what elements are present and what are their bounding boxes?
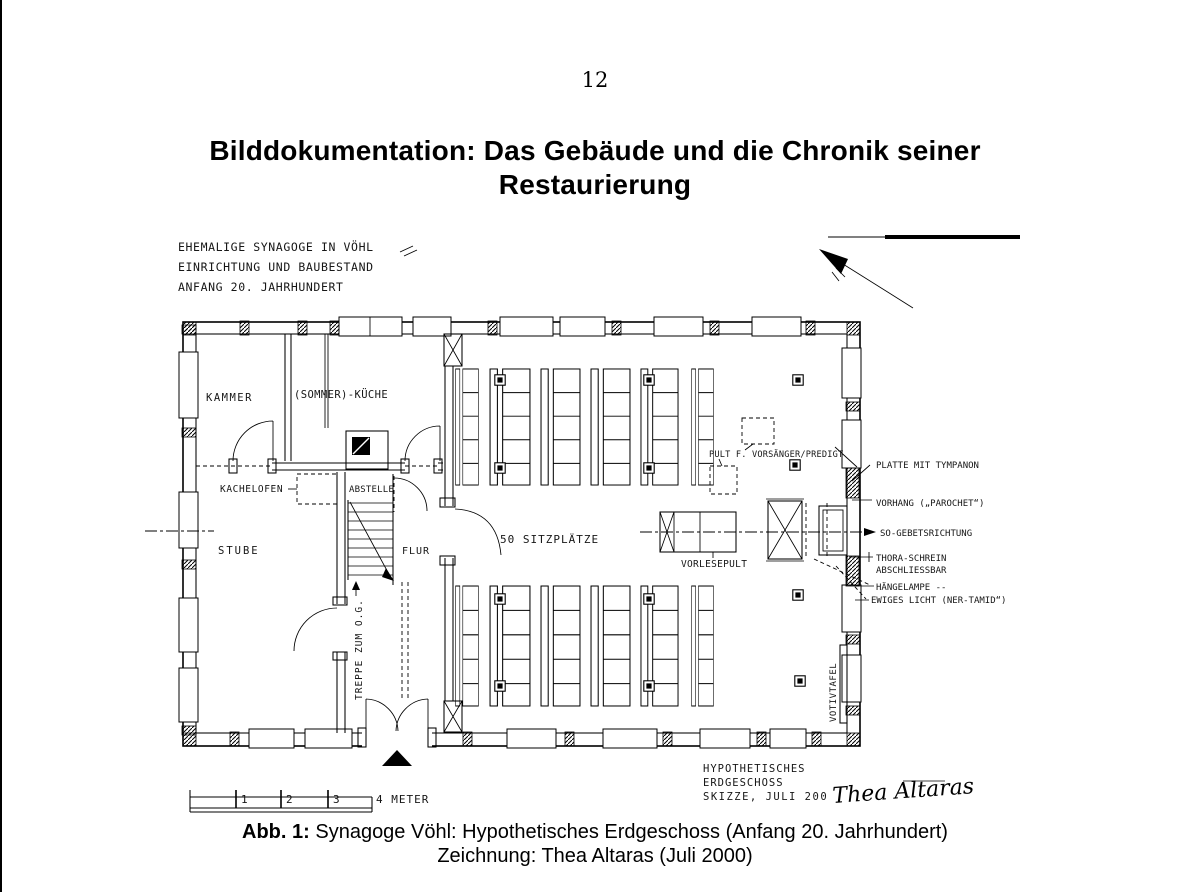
label-vorlesepult: VORLESEPULT: [681, 559, 747, 570]
label-kueche: (SOMMER)-KÜCHE: [294, 388, 388, 401]
title-block: HYPOTHETISCHES ERDGESCHOSS SKIZZE, JULI …: [703, 763, 975, 809]
cantor-lectern: [709, 417, 858, 495]
windows: [178, 316, 862, 749]
wall-posts: [181, 320, 861, 747]
caption-text: Synagoge Vöhl: Hypothetisches Erdgeschos…: [309, 821, 948, 843]
label-sitzplaetze: 50 SITZPLÄTZE: [500, 533, 599, 546]
annotations: PLATTE MIT TYMPANON VORHANG („PAROCHET“)…: [871, 461, 1006, 606]
annotation-thora-2: ABSCHLIESSBAR: [876, 566, 947, 576]
label-flur: FLUR: [402, 546, 430, 557]
label-pult: PULT F. VORSÄNGER/PREDIGT: [709, 449, 843, 460]
annotation-vorhang: VORHANG („PAROCHET“): [876, 499, 984, 509]
label-votivtafel: VOTIVTAFEL: [829, 663, 839, 722]
floor-plan-figure: EHEMALIGE SYNAGOGE IN VÖHL EINRICHTUNG U…: [145, 235, 1020, 813]
note-line: EINRICHTUNG UND BAUBESTAND: [178, 260, 374, 274]
label-stube: STUBE: [218, 545, 260, 557]
room-labels: KAMMER (SOMMER)-KÜCHE KACHELOFEN ABSTELL…: [206, 388, 843, 722]
note-line: ANFANG 20. JAHRHUNDERT: [178, 280, 344, 294]
label-abstellraum: ABSTELLE: [349, 485, 394, 495]
annotation-thora-1: THORA-SCHREIN: [876, 554, 946, 564]
title-line-2: Restaurierung: [498, 169, 692, 200]
label-kammer: KAMMER: [206, 392, 253, 404]
signature: Thea Altaras: [832, 774, 975, 809]
titleblock-line: ERDGESCHOSS: [703, 777, 784, 789]
titleblock-line: SKIZZE, JULI 200: [703, 791, 828, 803]
scale-tick-3: 3: [333, 793, 340, 806]
annotation-haengelampe: HÄNGELAMPE --: [876, 582, 946, 593]
annotation-gebetsrichtung: SO-GEBETSRICHTUNG: [880, 529, 972, 539]
scale-tick-1: 1: [241, 793, 248, 806]
titleblock-line: HYPOTHETISCHES: [703, 763, 806, 775]
caption-line-2: Zeichnung: Thea Altaras (Juli 2000): [437, 845, 753, 867]
caption-line-1: Abb. 1: Synagoge Vöhl: Hypothetisches Er…: [0, 820, 1190, 844]
scale-tick-2: 2: [286, 793, 293, 806]
figure-caption: Abb. 1: Synagoge Vöhl: Hypothetisches Er…: [0, 820, 1190, 868]
page-number: 12: [581, 68, 609, 92]
annotation-ewigeslicht: EWIGES LICHT (NER-TAMID“): [871, 596, 1006, 606]
caption-figure-label: Abb. 1:: [242, 821, 310, 843]
label-kachelofen: KACHELOFEN: [220, 484, 283, 495]
north-arrow-icon: [819, 235, 1020, 309]
page-title: Bilddokumentation: Das Gebäude und die C…: [0, 134, 1190, 202]
label-treppe: TREPPE ZUM O.G.: [354, 599, 365, 700]
note-line: EHEMALIGE SYNAGOGE IN VÖHL: [178, 238, 374, 254]
scale-tick-4: 4 METER: [376, 793, 429, 806]
bimah: [640, 511, 876, 558]
scale-bar: 1 2 3 4 METER: [189, 790, 429, 813]
interior-walls: [145, 333, 502, 766]
torah-shrine: [766, 464, 874, 724]
title-line-1: Bilddokumentation: Das Gebäude und die C…: [209, 135, 981, 166]
plan-header-note: EHEMALIGE SYNAGOGE IN VÖHL EINRICHTUNG U…: [178, 238, 418, 294]
annotation-platte: PLATTE MIT TYMPANON: [876, 461, 979, 471]
scan-edge-artifact: [0, 0, 2, 892]
